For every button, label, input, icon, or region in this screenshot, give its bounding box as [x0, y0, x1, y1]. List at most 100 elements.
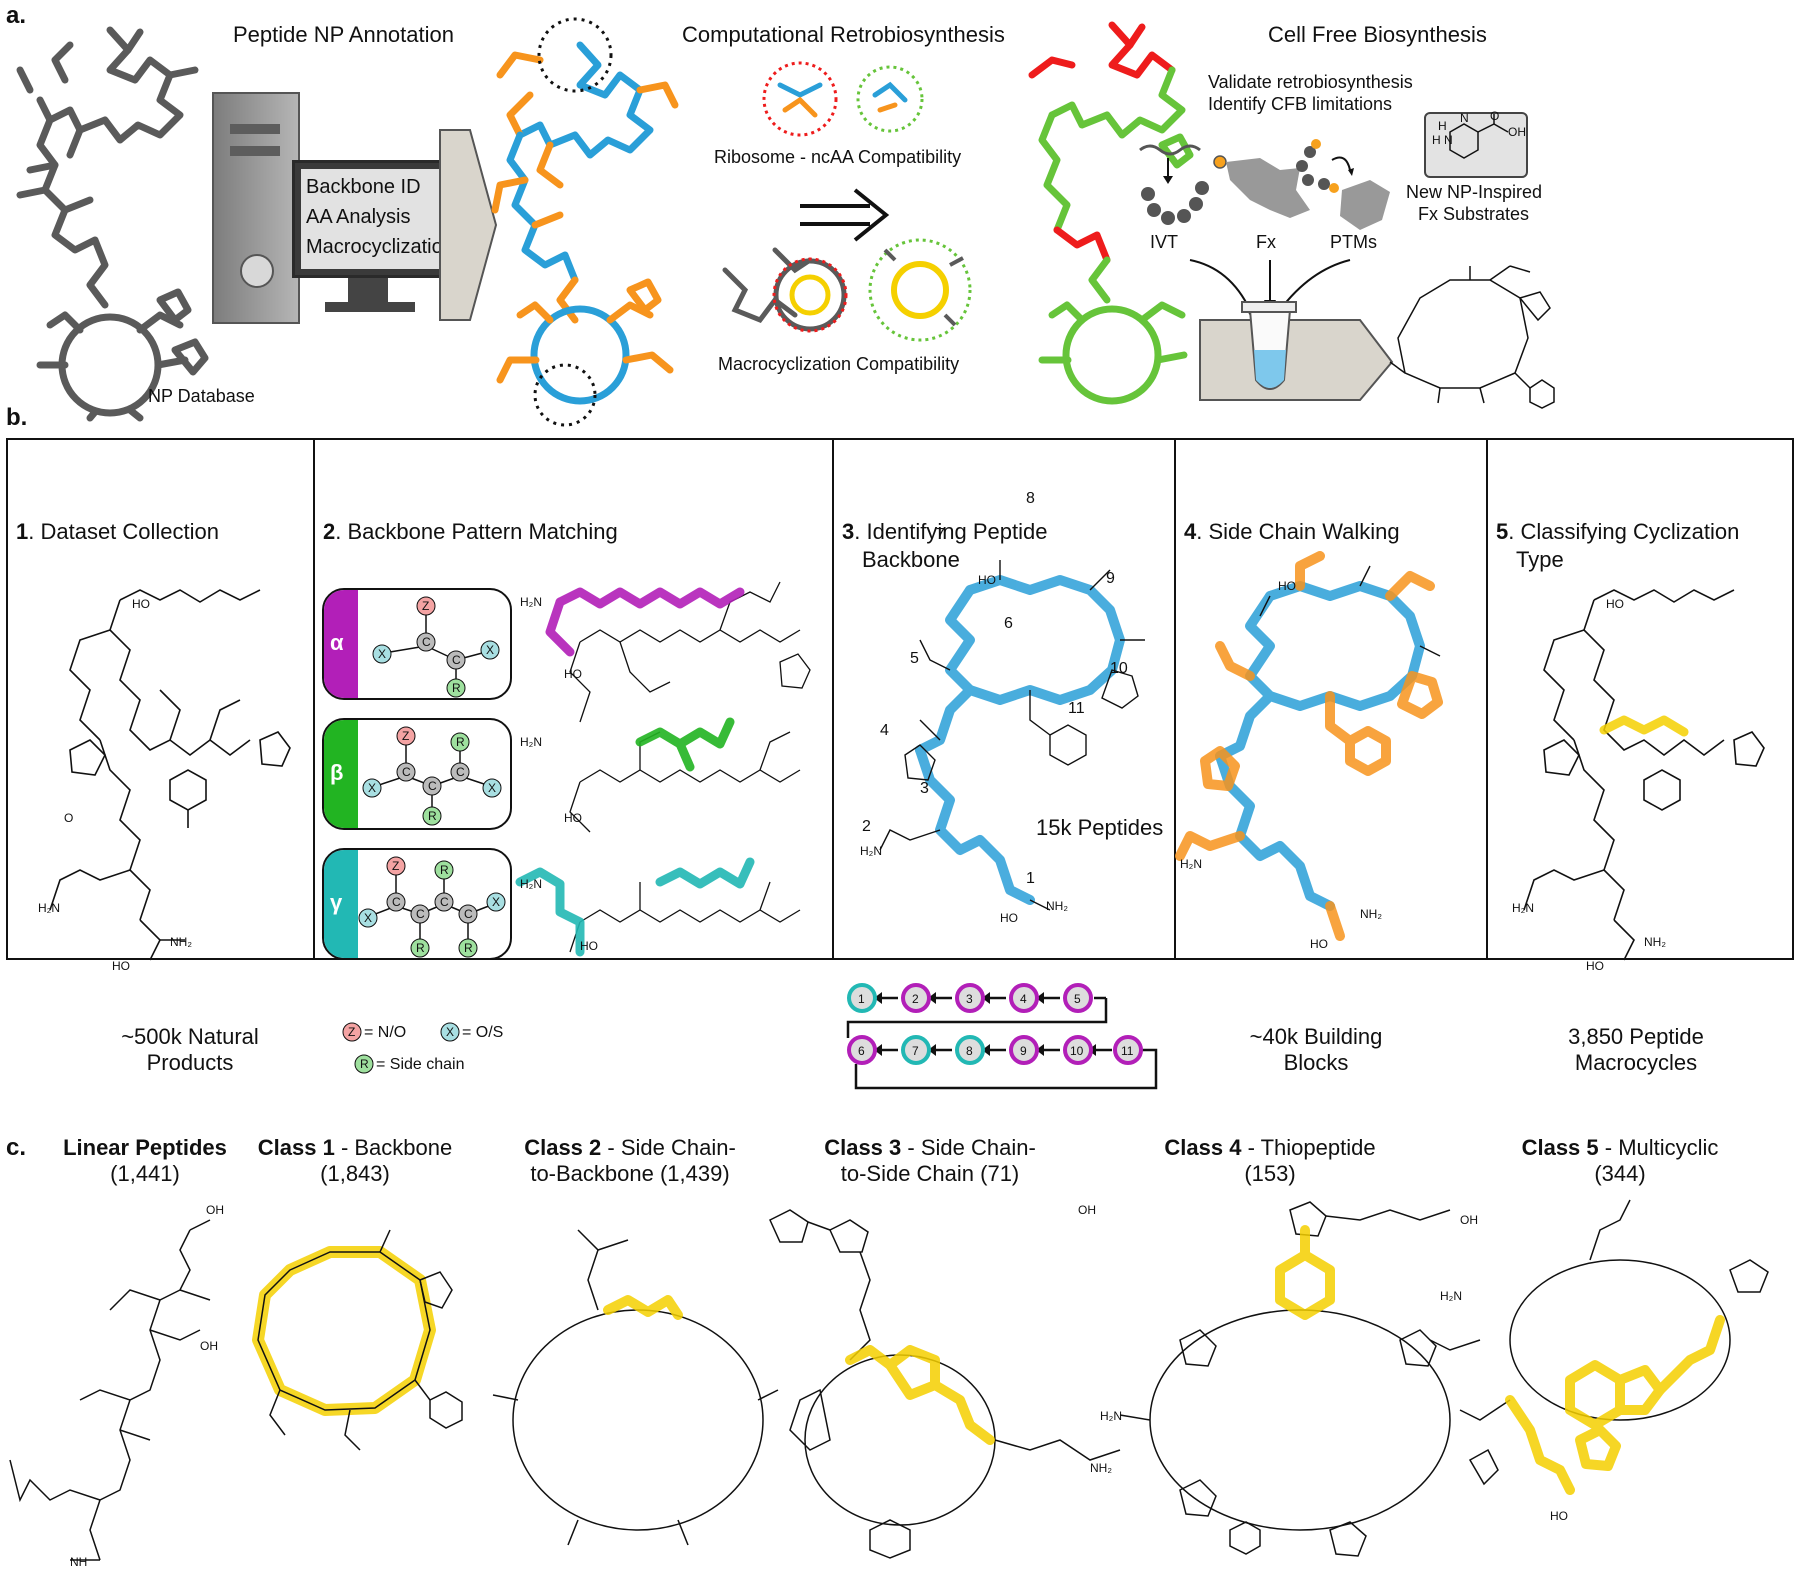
svg-text:Z: Z [422, 599, 429, 613]
svg-text:X: X [378, 647, 386, 661]
macro-label: Macrocyclization Compatibility [718, 354, 960, 374]
svg-text:Z: Z [392, 859, 399, 873]
svg-text:R: R [456, 735, 465, 749]
retro-title: Computational Retrobiosynthesis [682, 22, 1005, 47]
bb-num-8: 8 [1026, 490, 1035, 507]
macro-circles [722, 238, 972, 342]
substrate-atom-h2: H [1432, 133, 1441, 147]
bb-num-4: 4 [880, 722, 889, 739]
bb-num-9: 9 [1106, 570, 1115, 587]
svg-text:HO: HO [1586, 959, 1604, 973]
svg-text:HO: HO [978, 573, 996, 587]
annotation-title: Peptide NP Annotation [233, 22, 454, 47]
svg-text:C: C [452, 653, 461, 667]
svg-text:NH₂: NH₂ [1360, 907, 1382, 921]
legend-r: = Side chain [376, 1056, 465, 1073]
svg-text:C: C [464, 907, 473, 921]
annotated-molecule [491, 17, 679, 427]
class-2-count: to-Backbone (1,439) [530, 1161, 730, 1186]
svg-text:R: R [452, 681, 461, 695]
computer-line-1: Backbone ID [306, 176, 421, 198]
svg-text:X: X [488, 781, 496, 795]
svg-text:3: 3 [966, 992, 973, 1006]
svg-text:C: C [416, 907, 425, 921]
step-5-footer-1: 3,850 Peptide [1568, 1024, 1704, 1049]
svg-text:X: X [492, 895, 500, 909]
svg-text:HO: HO [1000, 911, 1018, 925]
substrate-line-2: Fx Substrates [1418, 204, 1530, 224]
ptms-label: PTMs [1330, 232, 1377, 252]
svg-text:X: X [486, 643, 494, 657]
svg-text:R: R [464, 941, 473, 955]
svg-text:NH₂: NH₂ [1644, 935, 1666, 949]
svg-text:H₂N: H₂N [520, 877, 542, 891]
step-1-footer-1: ~500k Natural [121, 1024, 259, 1049]
svg-text:HO: HO [564, 667, 582, 681]
svg-text:10: 10 [1070, 1044, 1084, 1058]
class-1-structure [252, 1229, 463, 1451]
svg-text:O: O [64, 811, 73, 825]
svg-text:4: 4 [1020, 992, 1027, 1006]
substrate-box [1424, 112, 1528, 178]
svg-text:H₂N: H₂N [38, 901, 60, 915]
class-linear-header: Linear Peptides [63, 1135, 227, 1160]
svg-text:OH: OH [206, 1203, 224, 1217]
divider-4 [1486, 438, 1488, 960]
alpha-card [322, 588, 512, 700]
svg-text:9: 9 [1020, 1044, 1027, 1058]
step-1-footer-2: Products [146, 1050, 234, 1075]
svg-text:H₂N: H₂N [1100, 1409, 1122, 1423]
step-2-title: 2. Backbone Pattern Matching [323, 519, 618, 544]
class-3-count: to-Side Chain (71) [840, 1161, 1020, 1186]
svg-text:6: 6 [858, 1044, 865, 1058]
divider-2 [832, 438, 834, 960]
svg-text:HO: HO [1550, 1509, 1568, 1523]
ribosome-label: Ribosome - ncAA Compatibility [714, 147, 962, 167]
step-5-footer-2: Macrocycles [1574, 1050, 1698, 1075]
class-1-count: (1,843) [320, 1161, 390, 1186]
step-1-title: 1. Dataset Collection [16, 519, 220, 544]
panel-b-letter: b. [6, 404, 28, 431]
monitor-stand [348, 278, 388, 304]
fx-label: Fx [1256, 232, 1276, 252]
svg-text:8: 8 [966, 1044, 973, 1058]
np-database-label: NP Database [148, 386, 255, 406]
cfb-molecule [1028, 21, 1194, 405]
svg-text:HO: HO [580, 939, 598, 953]
svg-text:OH: OH [1078, 1203, 1096, 1217]
svg-text:H₂N: H₂N [860, 844, 882, 858]
class-2-header: Class 2 - Side Chain- [524, 1135, 736, 1160]
step-3-title-2: Backbone [862, 547, 960, 572]
annotation-arrow [439, 129, 498, 321]
np-database-molecule [16, 26, 209, 422]
beta-card [322, 718, 512, 830]
svg-text:H₂N: H₂N [520, 595, 542, 609]
svg-text:7: 7 [912, 1044, 919, 1058]
svg-text:Z: Z [348, 1025, 355, 1039]
step-4-title: 4. Side Chain Walking [1184, 519, 1400, 544]
svg-text:X: X [446, 1025, 454, 1039]
svg-text:NH₂: NH₂ [170, 935, 192, 949]
svg-text:R: R [440, 863, 449, 877]
class-2-structure [492, 1229, 779, 1546]
beta-letter: β [330, 760, 344, 785]
class-3-header: Class 3 - Side Chain- [824, 1135, 1036, 1160]
svg-text:C: C [428, 779, 437, 793]
panel-b-frame [6, 438, 1794, 960]
divider-1 [313, 438, 315, 960]
bb-num-2: 2 [862, 818, 871, 835]
substrate-atom-n2: N [1444, 133, 1453, 147]
svg-text:HO: HO [1310, 937, 1328, 951]
computer-line-3: Macrocyclization [306, 236, 454, 258]
svg-text:R: R [428, 809, 437, 823]
